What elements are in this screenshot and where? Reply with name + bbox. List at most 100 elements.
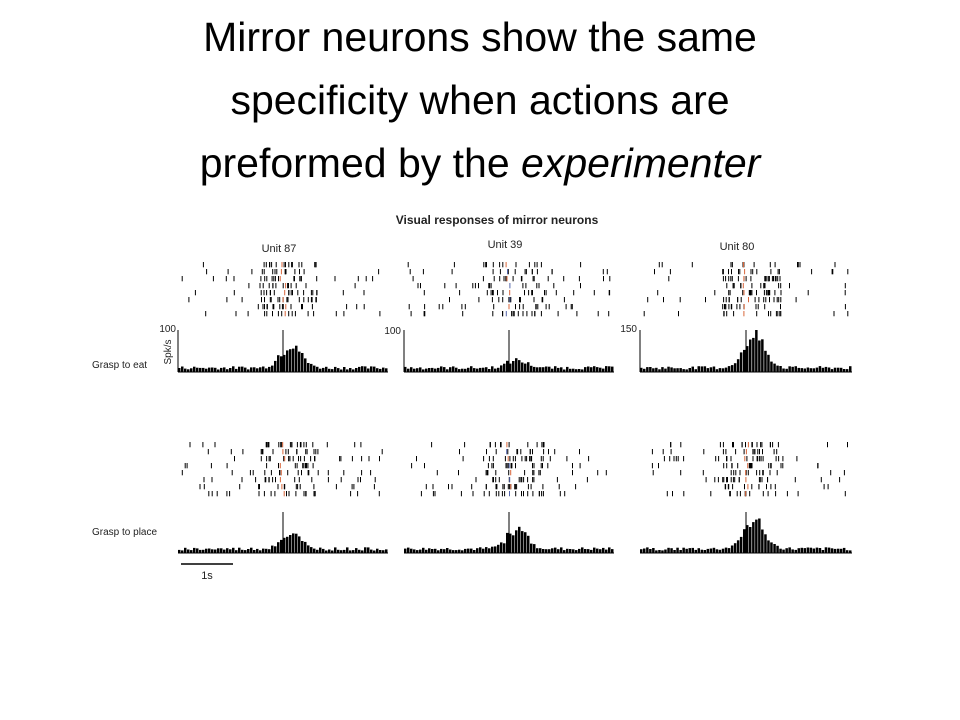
psth-bar [815, 367, 819, 372]
psth-bar [646, 367, 649, 372]
psth-bar [271, 365, 274, 372]
psth-bar [283, 354, 286, 372]
psth-bar [518, 360, 521, 372]
psth-bar [530, 365, 533, 372]
psth-bar [688, 368, 691, 372]
psth-bar [566, 366, 569, 372]
psth-bar [515, 358, 518, 372]
psth-bar [764, 350, 767, 372]
psth-bar [199, 367, 202, 372]
psth-bar [370, 549, 373, 553]
psth-bar [715, 369, 719, 372]
psth-bar [349, 368, 352, 372]
psth-bar [331, 369, 334, 372]
psth-bar [815, 547, 819, 553]
psth-bar [667, 366, 670, 372]
figure-title: Visual responses of mirror neurons [396, 213, 599, 227]
psth-bar [667, 547, 670, 553]
psth-bar [295, 533, 298, 553]
psth-bar [253, 550, 256, 553]
psth-bar [464, 548, 467, 553]
psth-bar [202, 367, 205, 372]
psth-bar [250, 367, 253, 372]
psth-bar [515, 530, 518, 553]
psth-bar [193, 366, 196, 372]
psth-bar [599, 549, 602, 553]
psth-bar [563, 550, 566, 553]
psth-bar [334, 547, 337, 553]
psth-bar [691, 366, 694, 372]
psth-bar [340, 369, 343, 372]
psth-bar [476, 368, 479, 372]
psth-bar [337, 368, 340, 372]
psth-bar [548, 549, 551, 553]
psth-bar [721, 368, 725, 372]
psth-bar [473, 550, 476, 553]
title-line-3-emphasis: experimenter [521, 140, 761, 186]
psth-bar [593, 547, 596, 553]
psth-bar [361, 366, 364, 372]
psth-bar [673, 550, 676, 553]
psth-bar [265, 548, 268, 553]
psth-bar [470, 366, 473, 372]
psth-bar [217, 369, 220, 372]
psth-bar [286, 350, 289, 372]
psth-bar [280, 356, 283, 372]
title-line-2: specificity when actions are [230, 77, 730, 123]
psth-bar [664, 549, 667, 553]
psth-bar [791, 549, 794, 553]
psth-bar [307, 545, 310, 553]
psth-bar [506, 532, 509, 553]
psth-bar [809, 368, 813, 372]
psth-bar [800, 547, 803, 553]
psth-bar [304, 541, 307, 553]
psth-bar [488, 369, 491, 372]
psth-bar [226, 369, 229, 372]
psth-bar [587, 366, 590, 372]
psth-bar [500, 542, 503, 553]
psth-bar [512, 361, 515, 372]
psth-bar [461, 550, 464, 553]
raster-psth-panels [177, 262, 852, 554]
psth-bar [479, 367, 482, 372]
psth-bar [316, 366, 319, 372]
slide-title: Mirror neurons show the same specificity… [40, 6, 920, 195]
psth-bar [560, 367, 563, 372]
psth-bar [649, 549, 652, 553]
psth-bar [425, 368, 428, 372]
psth-bar [304, 358, 307, 372]
psth-bar [581, 369, 584, 372]
psth-bar [794, 549, 797, 553]
psth-bar [214, 549, 217, 553]
psth-bar [491, 366, 494, 372]
psth-bar [818, 548, 822, 553]
psth-bar [703, 550, 707, 553]
psth-bar [679, 550, 682, 553]
psth-bar [425, 549, 428, 553]
ymax-label-unit-87: 100 [159, 324, 176, 335]
psth-bar [794, 366, 797, 372]
psth-bar [658, 550, 661, 553]
psth-bar [310, 363, 313, 372]
psth-bar [491, 546, 494, 553]
psth-bar [313, 548, 316, 553]
psth-bar [298, 536, 301, 553]
psth-bar [355, 368, 358, 372]
psth-bar [467, 367, 470, 372]
psth-bar [658, 369, 661, 372]
psth-bar [458, 369, 461, 372]
psth-bar [782, 549, 785, 553]
unit-label-80: Unit 80 [720, 241, 755, 253]
psth-bar [181, 550, 184, 553]
psth-bar [410, 367, 413, 372]
psth-bar [682, 547, 685, 553]
psth-bar [527, 362, 530, 372]
psth-bar [721, 548, 725, 553]
psth-bar [727, 366, 731, 372]
psth-bar [521, 531, 524, 553]
psth-bar [494, 546, 497, 553]
psth-bar [700, 366, 704, 372]
psth-bar [676, 368, 679, 372]
psth-bar [286, 536, 289, 553]
psth-bar [809, 547, 813, 553]
